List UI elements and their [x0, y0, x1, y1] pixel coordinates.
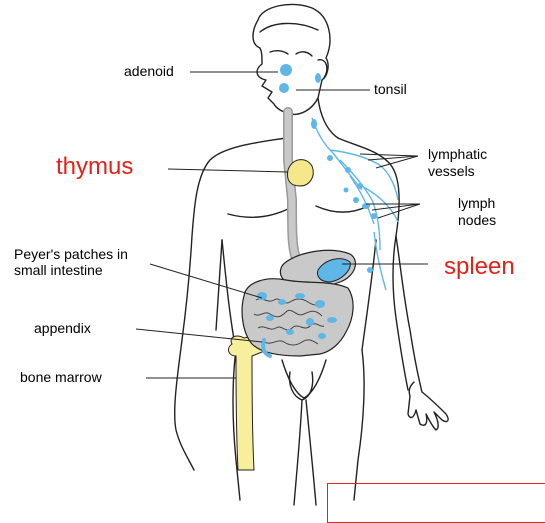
label-lymph-nodes-line2: nodes — [458, 212, 496, 228]
tonsil-organ — [279, 83, 289, 93]
label-peyers-patches-line1: Peyer's patches in — [14, 246, 128, 262]
label-lymph-nodes-line1: lymph — [458, 195, 495, 211]
lymph-nodes-dots — [311, 119, 377, 273]
annotation-box — [327, 483, 545, 523]
label-lymphatic-vessels-line1: lymphatic — [428, 146, 487, 162]
adenoid-organ — [280, 64, 292, 76]
label-bone-marrow: bone marrow — [20, 369, 102, 385]
label-appendix: appendix — [34, 320, 91, 336]
label-lymphatic-vessels-line2: vessels — [428, 163, 475, 179]
label-peyers-patches-line2: small intestine — [14, 262, 103, 278]
thymus-organ — [288, 160, 314, 186]
label-spleen: spleen — [444, 254, 515, 280]
label-thymus: thymus — [56, 154, 133, 180]
tonsil-organ-2 — [315, 73, 321, 83]
label-tonsil: tonsil — [374, 81, 407, 97]
esophagus-inner — [288, 112, 304, 262]
label-adenoid: adenoid — [124, 63, 174, 79]
